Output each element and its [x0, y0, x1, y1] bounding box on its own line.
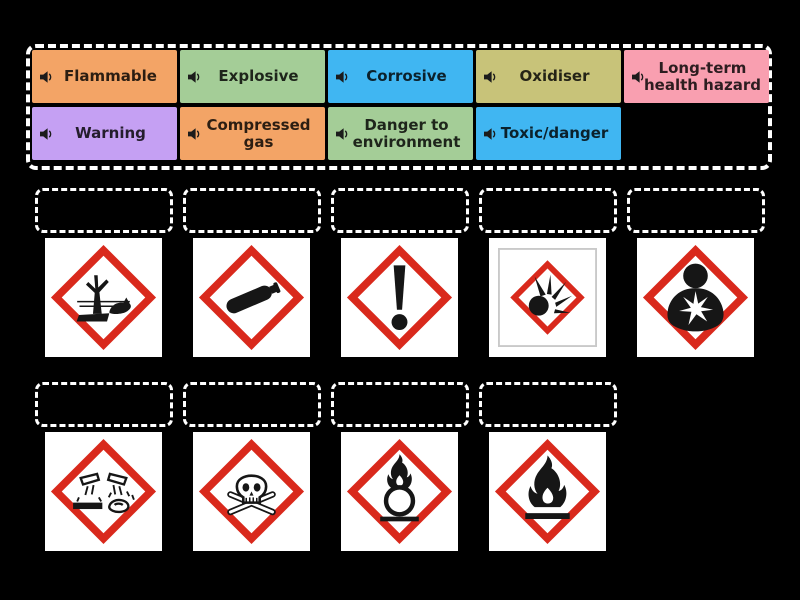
- pictogram-card-compressed-gas-cylinder: [193, 238, 310, 357]
- labels-tray: Flammable Explosive Corrosive Oxidiser L…: [26, 44, 772, 170]
- drop-zone-r1c4[interactable]: [479, 188, 617, 233]
- drop-zone-r2c2[interactable]: [183, 382, 321, 427]
- label-chip-text: Compressed gas: [206, 115, 311, 151]
- speaker-icon[interactable]: [187, 70, 201, 84]
- labels-tray-row-1: Flammable Explosive Corrosive Oxidiser L…: [32, 50, 769, 103]
- drop-zones-row-2: [35, 382, 617, 427]
- label-chip-text: Warning: [75, 124, 146, 143]
- label-chip-danger-to-environment[interactable]: Danger to environment: [328, 107, 473, 160]
- label-chip-text: Long-term health hazard: [644, 58, 761, 94]
- health-hazard-icon: [642, 244, 749, 351]
- pictogram-card-toxic-skull-crossbones: [193, 432, 310, 551]
- speaker-icon[interactable]: [335, 127, 349, 141]
- pictogram-card-corrosive: [45, 432, 162, 551]
- label-chip-explosive[interactable]: Explosive: [180, 50, 325, 103]
- speaker-icon[interactable]: [187, 127, 201, 141]
- label-chip-text: Danger to environment: [352, 115, 461, 151]
- pictogram-card-health-hazard: [637, 238, 754, 357]
- label-chip-text: Flammable: [64, 67, 157, 86]
- corrosive-icon: [50, 438, 157, 545]
- pictogram-card-oxidiser-flame-over-circle: [341, 432, 458, 551]
- label-chip-text: Toxic/danger: [500, 124, 609, 143]
- drop-zone-r2c3[interactable]: [331, 382, 469, 427]
- drop-zones-row-1: [35, 188, 765, 233]
- label-chip-corrosive[interactable]: Corrosive: [328, 50, 473, 103]
- oxidiser-flame-over-circle-icon: [346, 438, 453, 545]
- pictogram-cards-row-2: [45, 432, 606, 551]
- pictogram-card-exploding-bomb: [489, 238, 606, 357]
- pictogram-cards-row-1: [45, 238, 754, 357]
- pictogram-card-flammable-flame: [489, 432, 606, 551]
- speaker-icon[interactable]: [483, 127, 497, 141]
- exclamation-warning-icon: [346, 244, 453, 351]
- label-chip-long-term-health-hazard[interactable]: Long-term health hazard: [624, 50, 769, 103]
- label-chip-text: Explosive: [218, 67, 299, 86]
- drop-zone-r2c1[interactable]: [35, 382, 173, 427]
- label-chip-toxic-danger[interactable]: Toxic/danger: [476, 107, 621, 160]
- drop-zone-r1c2[interactable]: [183, 188, 321, 233]
- pictogram-card-environmental-hazard: [45, 238, 162, 357]
- label-chip-flammable[interactable]: Flammable: [32, 50, 177, 103]
- speaker-icon[interactable]: [335, 70, 349, 84]
- speaker-icon[interactable]: [631, 70, 645, 84]
- compressed-gas-cylinder-icon: [198, 244, 305, 351]
- drop-zone-r1c5[interactable]: [627, 188, 765, 233]
- flammable-flame-icon: [494, 438, 601, 545]
- label-chip-text: Corrosive: [366, 67, 447, 86]
- label-chip-text: Oxidiser: [519, 67, 590, 86]
- speaker-icon[interactable]: [39, 127, 53, 141]
- speaker-icon[interactable]: [39, 70, 53, 84]
- environmental-hazard-icon: [50, 244, 157, 351]
- drop-zone-r2c4[interactable]: [479, 382, 617, 427]
- label-chip-warning[interactable]: Warning: [32, 107, 177, 160]
- label-chip-oxidiser[interactable]: Oxidiser: [476, 50, 621, 103]
- pictogram-card-exclamation-warning: [341, 238, 458, 357]
- exploding-bomb-icon: [498, 248, 597, 347]
- speaker-icon[interactable]: [483, 70, 497, 84]
- toxic-skull-crossbones-icon: [198, 438, 305, 545]
- labels-tray-row-2: Warning Compressed gas Danger to environ…: [32, 107, 766, 160]
- drop-zone-r1c1[interactable]: [35, 188, 173, 233]
- label-chip-compressed-gas[interactable]: Compressed gas: [180, 107, 325, 160]
- drop-zone-r1c3[interactable]: [331, 188, 469, 233]
